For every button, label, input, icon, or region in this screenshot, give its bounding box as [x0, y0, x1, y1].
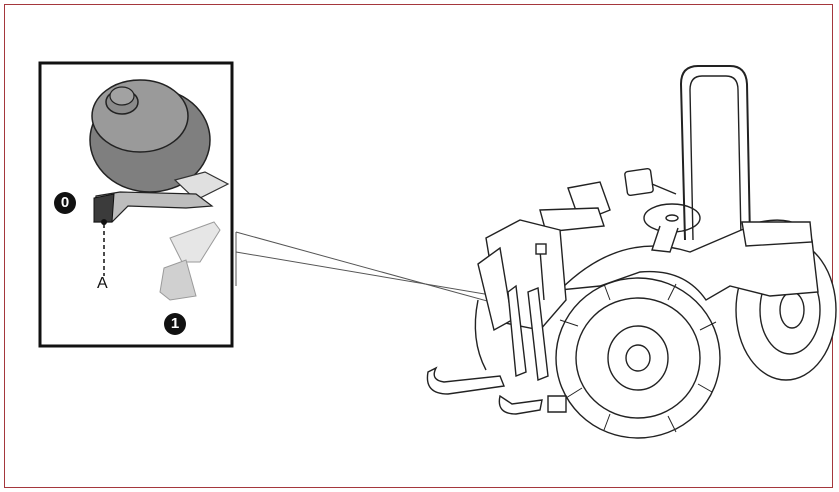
position-1-badge: 1: [164, 313, 186, 335]
position-0-badge: 0: [54, 192, 76, 214]
reference-label-a: A: [97, 275, 108, 293]
tractor-illustration: [427, 66, 836, 438]
callout-lines: [236, 232, 520, 310]
